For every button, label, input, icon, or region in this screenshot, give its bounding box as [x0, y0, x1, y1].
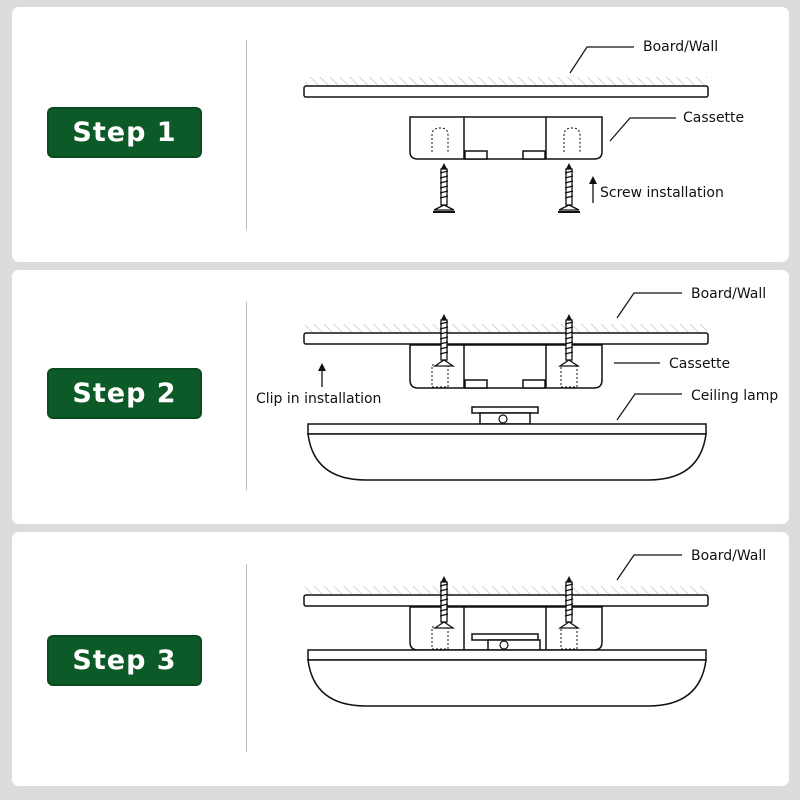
- step-1-panel: Step 1: [12, 7, 789, 262]
- ceiling-lamp: [307, 633, 707, 707]
- step-2-badge: Step 2: [47, 368, 202, 419]
- screw-icon: [557, 314, 581, 367]
- cassette-label: Cassette: [683, 110, 744, 126]
- step-3-badge: Step 3: [47, 635, 202, 686]
- screw-icon: [432, 314, 456, 367]
- board-wall-label: Board/Wall: [691, 286, 766, 302]
- leader-line: [569, 46, 634, 74]
- step-2-diagram: Board/Wall Cassette Ceiling lamp Clip in…: [256, 286, 778, 481]
- divider: [246, 564, 247, 752]
- step-3-panel: Step 3: [12, 532, 789, 786]
- leader-line: [616, 554, 682, 581]
- divider: [246, 40, 247, 230]
- board-wall-label: Board/Wall: [643, 39, 718, 55]
- clip-installation-label: Clip in installation: [256, 391, 381, 407]
- screw-installation-label: Screw installation: [600, 185, 724, 201]
- step-1-diagram: Board/Wall Cassette Screw installation: [303, 39, 744, 213]
- cassette: [409, 116, 603, 160]
- step-2-panel: Step 2: [12, 270, 789, 524]
- screw-icon: [432, 576, 456, 629]
- ceiling-lamp: [307, 406, 707, 481]
- step-2-label: Step 2: [72, 378, 177, 409]
- board-wall: [303, 586, 709, 607]
- board-wall: [303, 77, 709, 98]
- cassette: [409, 344, 603, 389]
- screw-icon: [557, 576, 581, 629]
- screw-icon: [558, 163, 580, 213]
- board-wall-label: Board/Wall: [691, 548, 766, 564]
- leader-line: [616, 393, 682, 421]
- arrow-up-icon: [589, 176, 597, 203]
- divider: [246, 302, 247, 490]
- cassette: [409, 606, 603, 651]
- leader-line: [609, 117, 676, 142]
- step-1-label: Step 1: [72, 117, 177, 148]
- cassette-label: Cassette: [669, 356, 730, 372]
- screw-icon: [433, 163, 455, 213]
- leader-line: [616, 292, 682, 319]
- ceiling-lamp-label: Ceiling lamp: [691, 388, 778, 404]
- step-1-badge: Step 1: [47, 107, 202, 158]
- step-3-label: Step 3: [72, 645, 177, 676]
- board-wall: [303, 324, 709, 345]
- arrow-up-icon: [318, 363, 326, 387]
- step-3-diagram: Board/Wall: [303, 548, 766, 707]
